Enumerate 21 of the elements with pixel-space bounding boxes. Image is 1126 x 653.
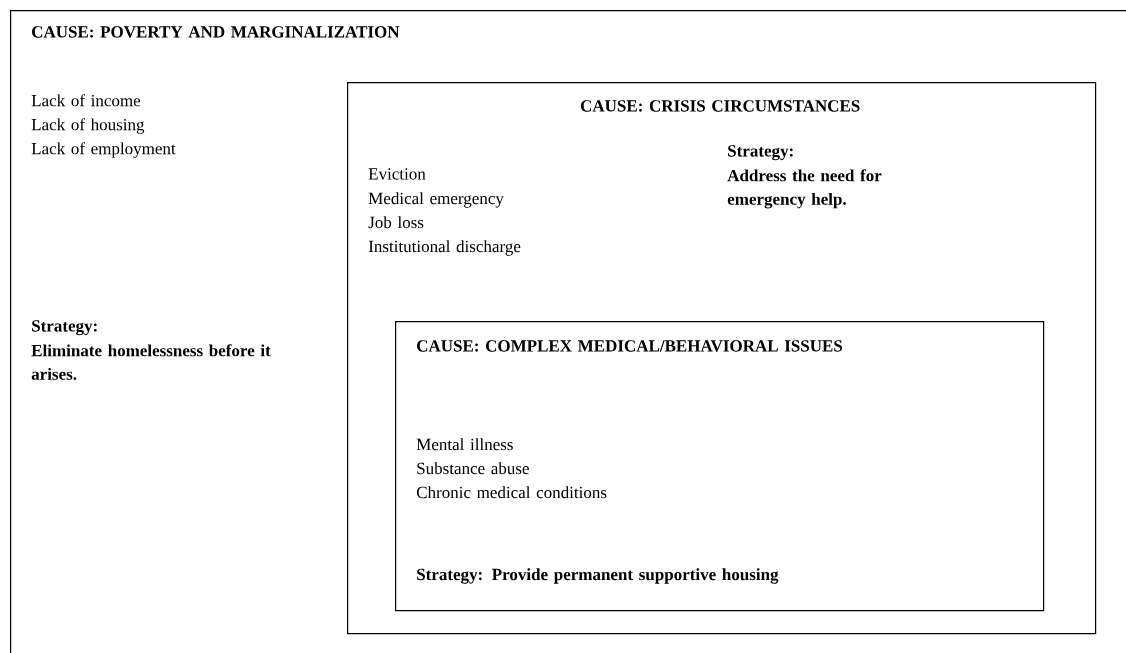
list-item: Medical emergency bbox=[368, 192, 504, 208]
list-item: Lack of housing bbox=[31, 118, 145, 134]
strategy-text: Strategy: bbox=[32, 320, 97, 336]
strategy-text: Strategy: bbox=[728, 145, 793, 161]
strategy-text: Address the need for emergency help. bbox=[727, 169, 882, 209]
box-heading: CAUSE: CRISIS CIRCUMSTANCES bbox=[580, 100, 860, 112]
list-item: Substance abuse bbox=[417, 462, 529, 475]
cause-box bbox=[395, 321, 1045, 612]
strategy-text: Eliminate homelessness before it arises. bbox=[31, 344, 271, 380]
strategy-text: Strategy: Provide permanent supportive housing bbox=[417, 568, 779, 584]
box-heading: CAUSE: POVERTY AND MARGINALIZATION bbox=[32, 26, 400, 38]
list-item: Institutional discharge bbox=[368, 240, 521, 256]
list-item: Mental illness bbox=[416, 438, 513, 451]
list-item: Chronic medical conditions bbox=[416, 486, 607, 499]
list-item: Lack of employment bbox=[31, 142, 176, 158]
list-item: Lack of income bbox=[31, 94, 141, 107]
cause-box bbox=[10, 10, 1126, 653]
cause-box bbox=[347, 82, 1097, 635]
list-item: Eviction bbox=[368, 168, 426, 180]
box-heading: CAUSE: COMPLEX MEDICAL/BEHAVIORAL ISSUES bbox=[417, 340, 843, 352]
list-item: Job loss bbox=[368, 216, 424, 229]
